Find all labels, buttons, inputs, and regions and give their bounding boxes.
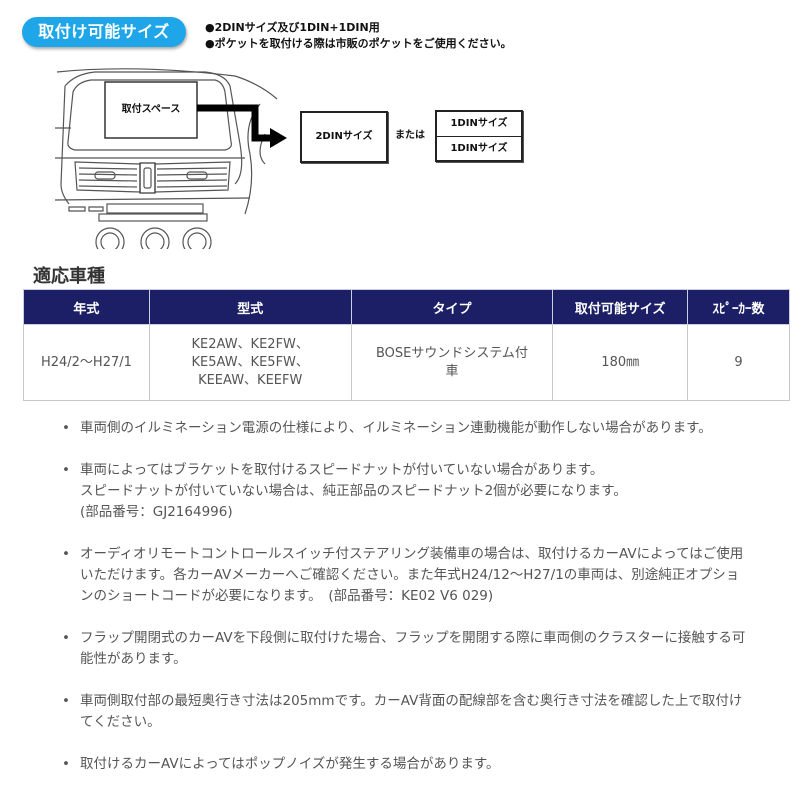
arrow-right-icon xyxy=(197,104,287,148)
note-item: 車両側取付部の最短奥行き寸法は205mmです。カーAV背面の配線部を含む奥行き寸… xyxy=(60,691,750,733)
dashboard-illustration xyxy=(55,68,278,249)
col-speakers: ｽﾋﾟｰｶｰ数 xyxy=(687,289,790,325)
cell-model: KE2AW、KE2FW、 KE5AW、KE5FW、 KEEAW、KEEFW xyxy=(148,324,352,401)
col-model: 型式 xyxy=(148,289,352,325)
note-item: 車両によってはブラケットを取付けるスピードナットが付いていない場合があります。 … xyxy=(60,460,750,523)
install-space-label: 取付スペース xyxy=(121,104,181,115)
cell-type: BOSEサウンドシステム付車 xyxy=(350,324,554,401)
install-diagram: 取付スペース 2DINサイズ または 1DINサイズ 1DINサイズ xyxy=(55,64,535,249)
mountable-size-badge: 取付け可能サイズ xyxy=(22,17,186,47)
note-item: 車両側のイルミネーション電源の仕様により、イルミネーション連動機能が動作しない場… xyxy=(60,418,750,439)
note-item: 取付けるカーAVによってはポップノイズが発生する場合があります。 xyxy=(60,754,750,775)
note-item: オーディオリモートコントロールスイッチ付ステアリング装備車の場合は、取付けるカー… xyxy=(60,544,750,607)
din1-stack-box: 1DINサイズ 1DINサイズ xyxy=(435,110,523,162)
size-note: ●2DINサイズ及び1DIN+1DIN用 xyxy=(205,21,380,34)
din1-size-upper: 1DINサイズ xyxy=(450,118,508,129)
col-year: 年式 xyxy=(23,289,150,325)
size-note: ●ポケットを取付ける際は市販のポケットをご使用ください。 xyxy=(205,37,512,50)
installation-notes: 車両側のイルミネーション電源の仕様により、イルミネーション連動機能が動作しない場… xyxy=(60,418,750,796)
cell-speakers: 9 xyxy=(687,324,790,401)
cell-size: 180㎜ xyxy=(552,324,689,401)
din1-size-lower: 1DINサイズ xyxy=(437,136,521,161)
col-type: タイプ xyxy=(350,289,554,325)
col-size: 取付可能サイズ xyxy=(552,289,689,325)
note-item: フラップ開閉式のカーAVを下段側に取付けた場合、フラップを開閉する際に車両側のク… xyxy=(60,628,750,670)
compatible-vehicles-title: 適応車種 xyxy=(33,266,105,287)
size-notes: ●2DINサイズ及び1DIN+1DIN用 ●ポケットを取付ける際は市販のポケット… xyxy=(205,20,512,52)
table-header-row: 年式 型式 タイプ 取付可能サイズ ｽﾋﾟｰｶｰ数 xyxy=(23,289,790,325)
cell-year: H24/2～H27/1 xyxy=(23,324,150,401)
din2-size-box: 2DINサイズ xyxy=(300,111,388,163)
compatible-vehicles-table: 年式 型式 タイプ 取付可能サイズ ｽﾋﾟｰｶｰ数 H24/2～H27/1 KE… xyxy=(23,289,790,401)
or-label: または xyxy=(395,130,425,141)
table-row: H24/2～H27/1 KE2AW、KE2FW、 KE5AW、KE5FW、 KE… xyxy=(23,324,790,401)
